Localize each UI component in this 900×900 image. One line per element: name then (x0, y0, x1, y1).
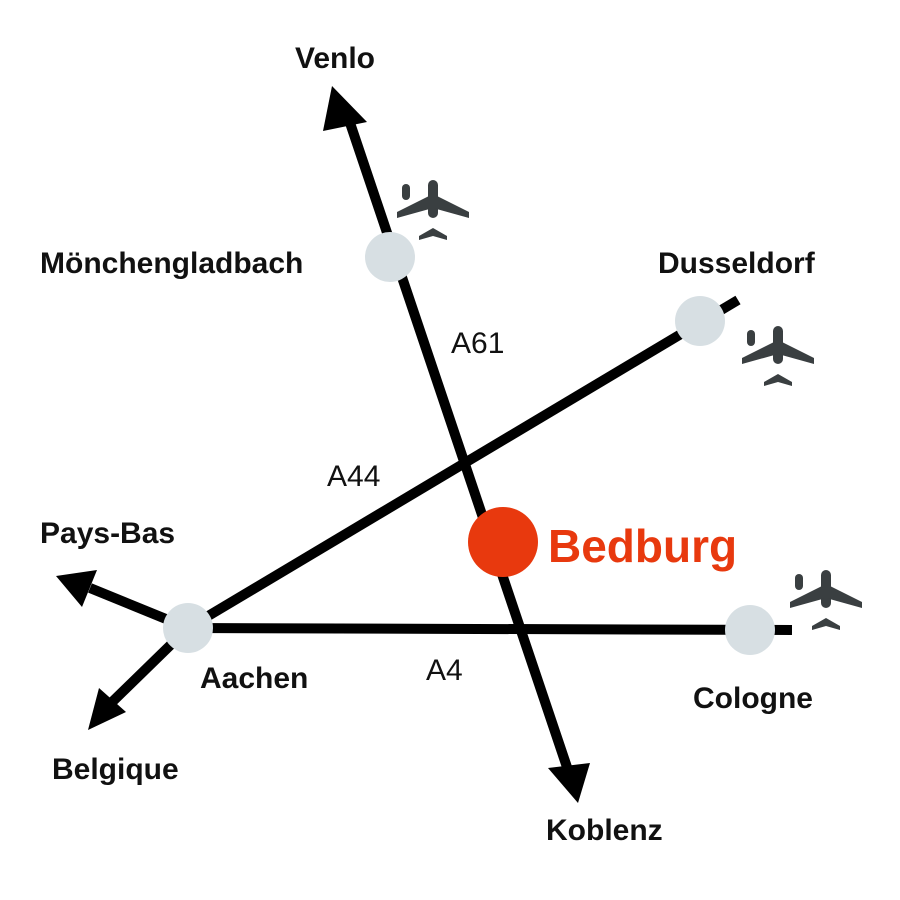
arrow-koblenz (548, 763, 590, 803)
city-label-dusseldorf: Dusseldorf (658, 247, 816, 280)
city-label-aachen: Aachen (200, 662, 308, 695)
airplane-icon (742, 326, 814, 386)
road-a4 (187, 623, 793, 635)
city-label-koblenz: Koblenz (546, 814, 663, 847)
city-label-belgique: Belgique (52, 753, 179, 786)
arrow-venlo (323, 86, 367, 131)
airplane-icon (790, 570, 862, 630)
road-label-a44: A44 (327, 460, 380, 493)
city-dot-aachen (163, 603, 213, 653)
road-label-a4: A4 (426, 654, 463, 687)
city-dot-monchengladbach (365, 232, 415, 282)
city-label-cologne: Cologne (693, 682, 813, 715)
airplane-icon (397, 180, 469, 240)
highlight-label: Bedburg (548, 520, 737, 572)
city-dot-cologne (725, 605, 775, 655)
city-label-monchengladbach: Mönchengladbach (40, 247, 303, 280)
highlight-dot (468, 507, 538, 577)
road-label-a61: A61 (451, 327, 504, 360)
arrow-belgique (88, 688, 126, 730)
road-a61 (340, 106, 577, 784)
city-dot-dusseldorf (675, 296, 725, 346)
arrow-pays-bas (56, 570, 97, 607)
city-label-pays-bas: Pays-Bas (40, 517, 175, 550)
city-label-venlo: Venlo (295, 42, 375, 75)
road-a44 (185, 295, 741, 633)
